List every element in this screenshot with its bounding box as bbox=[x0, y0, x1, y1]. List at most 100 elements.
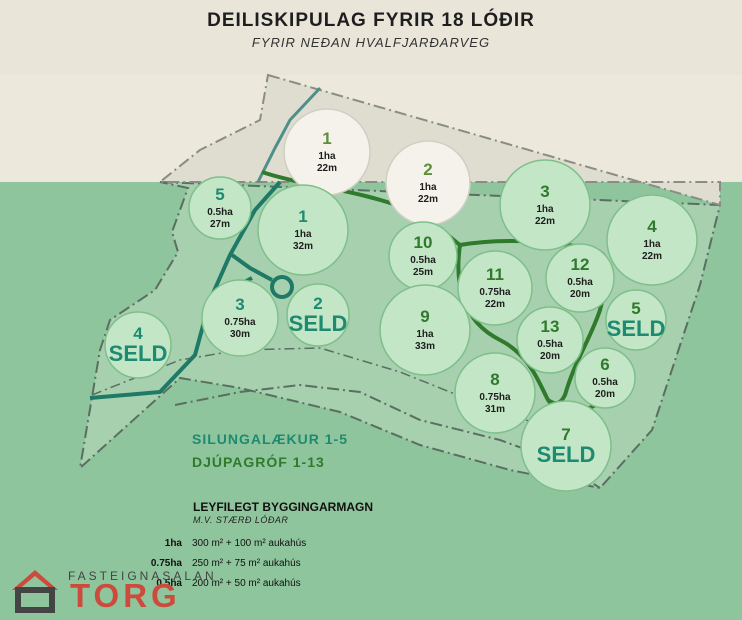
boundary-top bbox=[157, 73, 721, 207]
plot-size: 0.5ha bbox=[567, 277, 593, 288]
plot-distance: 20m bbox=[540, 351, 560, 362]
plot-size: 1ha bbox=[643, 239, 661, 250]
plot-distance: 20m bbox=[595, 389, 615, 400]
plot-circle[interactable] bbox=[257, 184, 349, 276]
plot-circle[interactable] bbox=[454, 352, 536, 434]
plot-sold-label: SELD bbox=[537, 442, 596, 467]
plot-distance: 22m bbox=[317, 163, 337, 174]
plot-sold-label: SELD bbox=[109, 341, 168, 366]
plot-number: 1 bbox=[298, 207, 307, 226]
plot-circle[interactable] bbox=[606, 194, 698, 286]
plot-number: 4 bbox=[647, 217, 657, 236]
plot-size: 1ha bbox=[416, 329, 434, 340]
allowance-row: 1ha 300 m² + 100 m² aukahús bbox=[100, 538, 500, 549]
brand-name: TORG bbox=[70, 577, 181, 614]
plot-circle[interactable] bbox=[574, 347, 636, 409]
legend-silungalaekur: SILUNGALÆKUR 1-5 bbox=[192, 431, 348, 447]
plot-number: 7 bbox=[561, 425, 570, 444]
plot-number: 1 bbox=[322, 129, 331, 148]
plot-size: 1ha bbox=[419, 182, 437, 193]
building-allowance-subtitle: M.V. STÆRÐ LÓÐAR bbox=[193, 515, 289, 525]
plot-number: 3 bbox=[540, 182, 549, 201]
plot-distance: 20m bbox=[570, 289, 590, 300]
stream-line bbox=[256, 86, 322, 183]
allowance-size: 0.5ha bbox=[156, 578, 182, 589]
plot-circle[interactable] bbox=[457, 250, 533, 326]
allowance-text: 250 m² + 75 m² aukahús bbox=[192, 558, 301, 569]
plot-distance: 27m bbox=[210, 219, 230, 230]
plot-circle[interactable] bbox=[520, 400, 612, 492]
plot-distance: 31m bbox=[485, 404, 505, 415]
plot-circle[interactable] bbox=[499, 159, 591, 251]
plot-number: 4 bbox=[133, 324, 143, 343]
brand-logo-icon bbox=[12, 570, 58, 613]
plot-size: 0.75ha bbox=[479, 392, 511, 403]
plot-distance: 22m bbox=[535, 216, 555, 227]
plot-circle[interactable] bbox=[605, 289, 667, 351]
plot-number: 8 bbox=[490, 370, 499, 389]
plot-distance: 25m bbox=[413, 267, 433, 278]
plot-size: 0.75ha bbox=[224, 317, 256, 328]
plot-circle[interactable] bbox=[379, 284, 471, 376]
outer-boundary-lower bbox=[174, 383, 601, 489]
plot-number: 13 bbox=[541, 317, 560, 336]
plot-distance: 30m bbox=[230, 329, 250, 340]
allowance-row: 0.75ha 250 m² + 75 m² aukahús bbox=[100, 558, 500, 569]
plot-number: 2 bbox=[423, 160, 432, 179]
plot-size: 0.5ha bbox=[207, 207, 233, 218]
plot-number: 3 bbox=[235, 295, 244, 314]
allowance-size: 1ha bbox=[164, 538, 182, 549]
plot-distance: 22m bbox=[418, 194, 438, 205]
plot-number: 11 bbox=[486, 265, 504, 284]
allowance-size: 0.75ha bbox=[150, 558, 182, 569]
plot-circle[interactable] bbox=[201, 279, 279, 357]
plot-circle[interactable] bbox=[545, 243, 615, 313]
plot-sold-label: SELD bbox=[607, 316, 666, 341]
page-title: DEILISKIPULAG FYRIR 18 LÓÐIR bbox=[207, 10, 535, 31]
plot-number: 10 bbox=[414, 233, 433, 252]
plot-circle[interactable] bbox=[104, 311, 172, 379]
plot-distance: 33m bbox=[415, 341, 435, 352]
plot-number: 5 bbox=[631, 299, 640, 318]
plot-size: 0.5ha bbox=[592, 377, 618, 388]
legend-djupagrof: DJÚPAGRÓF 1-13 bbox=[192, 453, 325, 470]
plot-circle[interactable] bbox=[516, 306, 584, 374]
plot-size: 0.75ha bbox=[479, 287, 511, 298]
plot-distance: 22m bbox=[642, 251, 662, 262]
plot-circle[interactable] bbox=[188, 176, 252, 240]
allowance-text: 300 m² + 100 m² aukahús bbox=[192, 538, 307, 549]
plot-size: 1ha bbox=[294, 229, 312, 240]
plot-number: 2 bbox=[313, 294, 322, 313]
plot-number: 12 bbox=[571, 255, 590, 274]
plot-size: 0.5ha bbox=[537, 339, 563, 350]
brand-tagline: FASTEIGNASALAN bbox=[68, 569, 217, 583]
plot-size: 1ha bbox=[318, 151, 336, 162]
plot-distance: 22m bbox=[485, 299, 505, 310]
plot-circle[interactable] bbox=[286, 283, 350, 347]
plot-sold-label: SELD bbox=[289, 311, 348, 336]
building-allowance-title: LEYFILEGT BYGGINGARMAGN bbox=[193, 500, 373, 514]
plot-number: 5 bbox=[215, 185, 224, 204]
plot-distance: 32m bbox=[293, 241, 313, 252]
